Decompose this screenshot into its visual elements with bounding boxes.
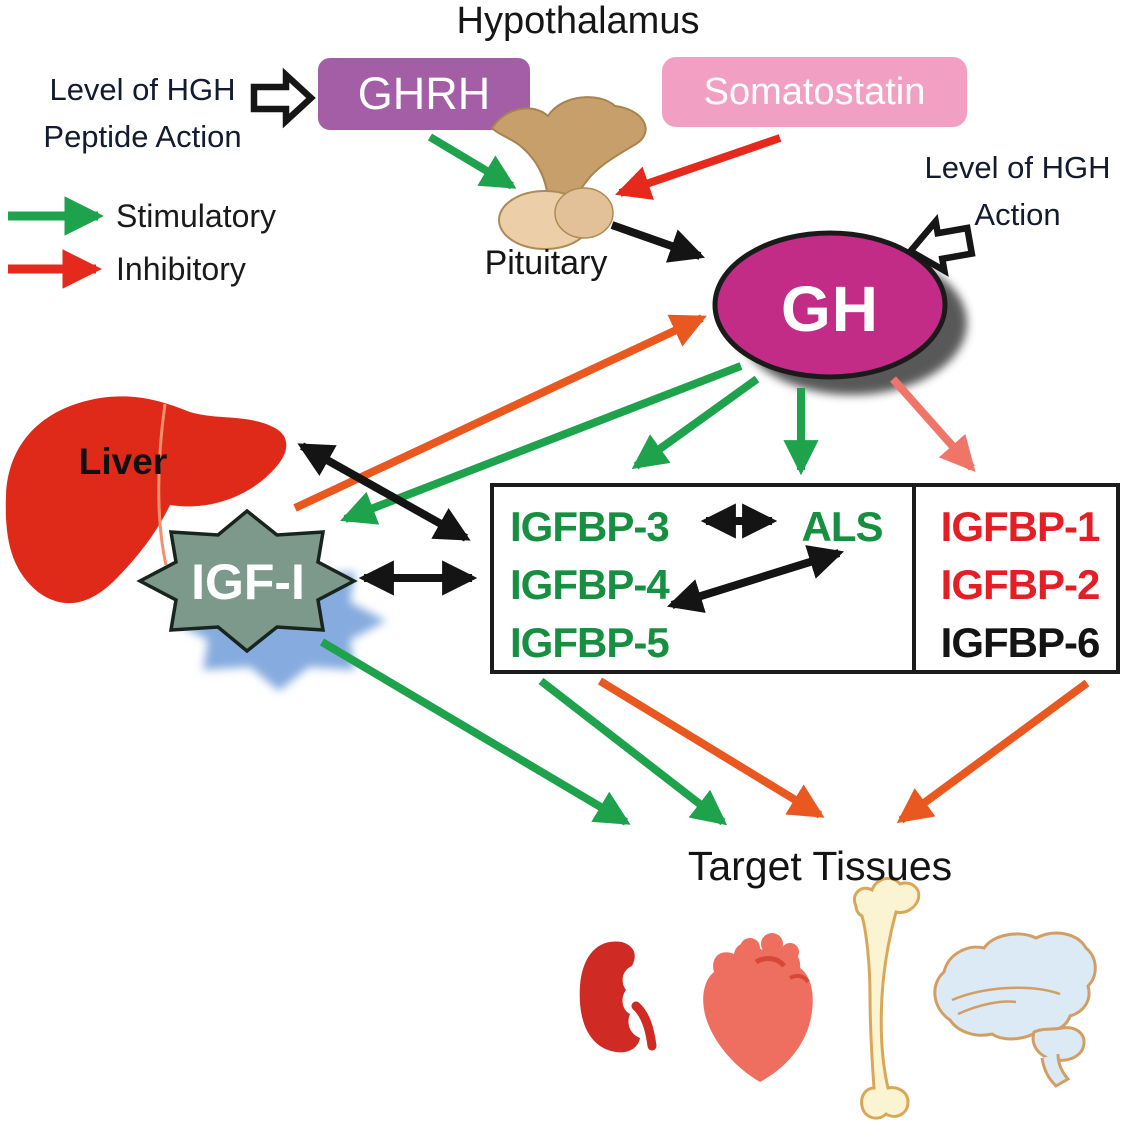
bone-icon xyxy=(853,876,921,1120)
arrow-igfbp45-als-bidirectional xyxy=(666,545,845,613)
heart-icon xyxy=(703,933,813,1082)
hgh-action-arrow-icon xyxy=(905,213,976,277)
igfbp5-label: IGFBP-5 xyxy=(510,619,670,666)
arrow-somatostatin-to-pituitary xyxy=(615,134,782,200)
hgh-action-annotation: Level of HGH Action xyxy=(890,144,1131,238)
hgh-peptide-action-arrow-icon xyxy=(250,67,316,129)
somatostatin-label: Somatostatin xyxy=(703,70,926,113)
arrow-igf1-to-target xyxy=(319,638,631,826)
ghrh-node: GHRH xyxy=(318,58,530,130)
gh-label: GH xyxy=(781,273,879,345)
hgh-peptide-action-annotation: Level of HGH Peptide Action xyxy=(15,66,270,160)
liver-icon xyxy=(5,396,287,604)
diagram-title: Hypothalamus xyxy=(456,0,700,42)
arrow-gh-to-igfbp3 xyxy=(631,375,760,470)
arrow-box-to-target-inhibitory xyxy=(597,677,825,819)
hgh-peptide-action-line1: Level of HGH xyxy=(49,72,236,107)
arrow-box-to-target-stimulatory xyxy=(538,677,728,826)
igfbp1-label: IGFBP-1 xyxy=(940,503,1101,550)
arrow-igfbp12-to-target-inhibitory xyxy=(896,679,1090,824)
hgh-peptide-action-line2: Peptide Action xyxy=(43,119,242,154)
binding-proteins-box: IGFBP-3 IGFBP-4 IGFBP-5 ALS IGFBP-1 IGFB… xyxy=(490,483,1120,674)
somatostatin-node: Somatostatin xyxy=(662,57,967,127)
binding-proteins-divider xyxy=(912,487,916,670)
arrow-ghrh-to-pituitary xyxy=(427,133,517,190)
arrow-pituitary-to-gh xyxy=(610,221,705,263)
igfbp3-label: IGFBP-3 xyxy=(510,503,670,550)
arrow-liver-box-bidirectional xyxy=(297,442,471,542)
igf1-label: IGF-I xyxy=(191,554,305,610)
brain-icon xyxy=(933,931,1097,1088)
igfbp6-label: IGFBP-6 xyxy=(940,619,1101,666)
igfbp4-label: IGFBP-4 xyxy=(510,561,670,608)
legend-inhibitory-label: Inhibitory xyxy=(116,251,246,287)
arrow-gh-to-igfbp1 xyxy=(890,376,976,472)
hgh-action-line2: Action xyxy=(974,197,1061,232)
gh-node-shape xyxy=(712,230,967,395)
ghrh-label: GHRH xyxy=(357,68,491,119)
hgh-action-line1: Level of HGH xyxy=(924,150,1111,185)
pituitary-label: Pituitary xyxy=(484,244,608,282)
target-tissues-label: Target Tissues xyxy=(687,843,953,889)
kidney-icon xyxy=(579,941,657,1053)
pituitary-icon xyxy=(490,96,647,250)
igfbp2-label: IGFBP-2 xyxy=(940,561,1101,608)
legend-stimulatory-label: Stimulatory xyxy=(116,198,277,234)
liver-label: Liver xyxy=(78,441,168,482)
igf1-node-shape xyxy=(136,508,386,691)
als-label: ALS xyxy=(801,503,884,550)
